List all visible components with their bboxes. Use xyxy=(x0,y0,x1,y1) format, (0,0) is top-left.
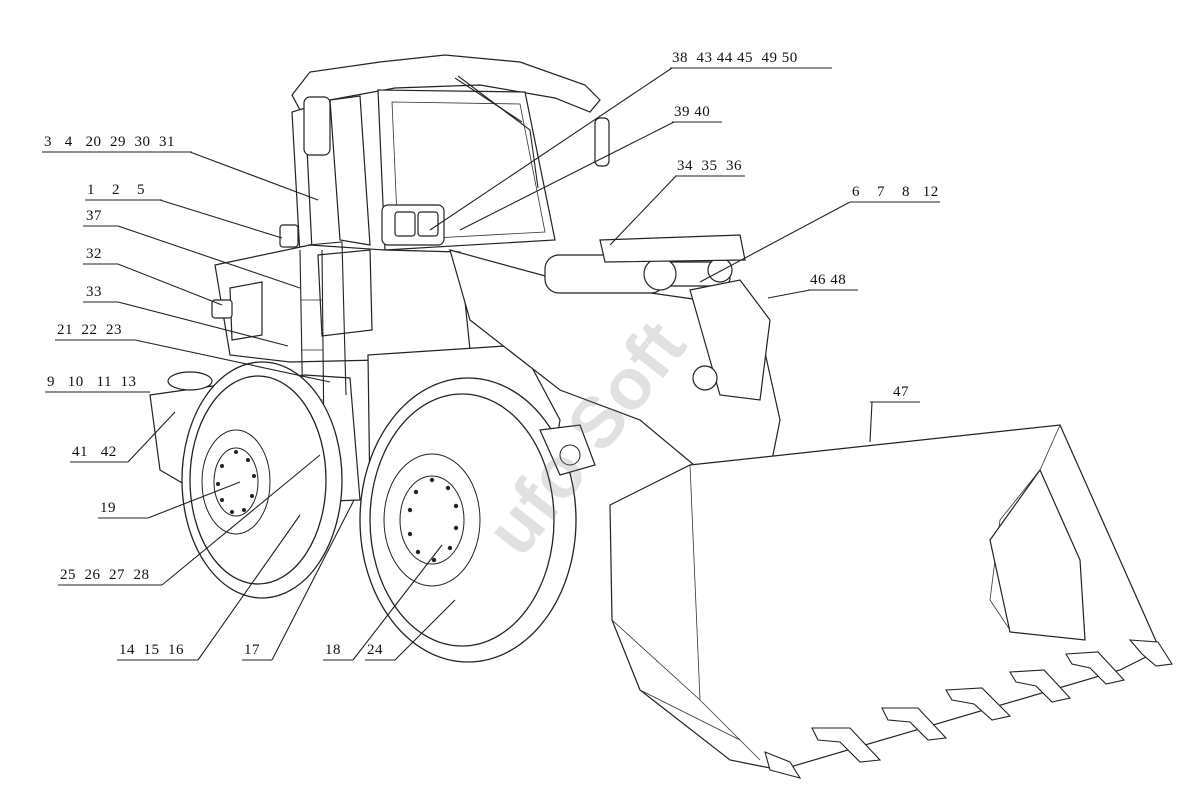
callout-1-2-5: 1 2 5 xyxy=(87,182,145,198)
callout-41-42: 41 42 xyxy=(72,444,117,460)
callout-14-15-16: 14 15 16 xyxy=(119,642,184,658)
callout-46-48: 46 48 xyxy=(810,272,847,288)
callout-24: 24 xyxy=(367,642,383,658)
callout-19: 19 xyxy=(100,500,116,516)
lift-arm xyxy=(449,234,781,476)
callout-47: 47 xyxy=(893,384,909,400)
callout-17: 17 xyxy=(244,642,260,658)
leader-lines xyxy=(42,67,940,661)
callout-25-26-27-28: 25 26 27 28 xyxy=(60,567,150,583)
front-wheel xyxy=(359,377,577,663)
callout-21-22-23: 21 22 23 xyxy=(57,322,122,338)
callout-6-7-8-12: 6 7 8 12 xyxy=(852,184,939,200)
callout-38-43-44-45-49-50: 38 43 44 45 49 50 xyxy=(672,50,798,66)
rear-wheel xyxy=(181,361,343,599)
callout-9-10-11-13: 9 10 11 13 xyxy=(47,374,137,390)
bucket xyxy=(609,424,1161,771)
callout-18: 18 xyxy=(325,642,341,658)
callout-39-40: 39 40 xyxy=(674,104,711,120)
cab xyxy=(291,54,610,256)
callout-34-35-36: 34 35 36 xyxy=(677,158,742,174)
bucket-teeth xyxy=(764,639,1173,779)
callout-33: 33 xyxy=(86,284,102,300)
callout-3-4-20-29-30-31: 3 4 20 29 30 31 xyxy=(44,134,175,150)
callout-32: 32 xyxy=(86,246,102,262)
callout-37: 37 xyxy=(86,208,102,224)
